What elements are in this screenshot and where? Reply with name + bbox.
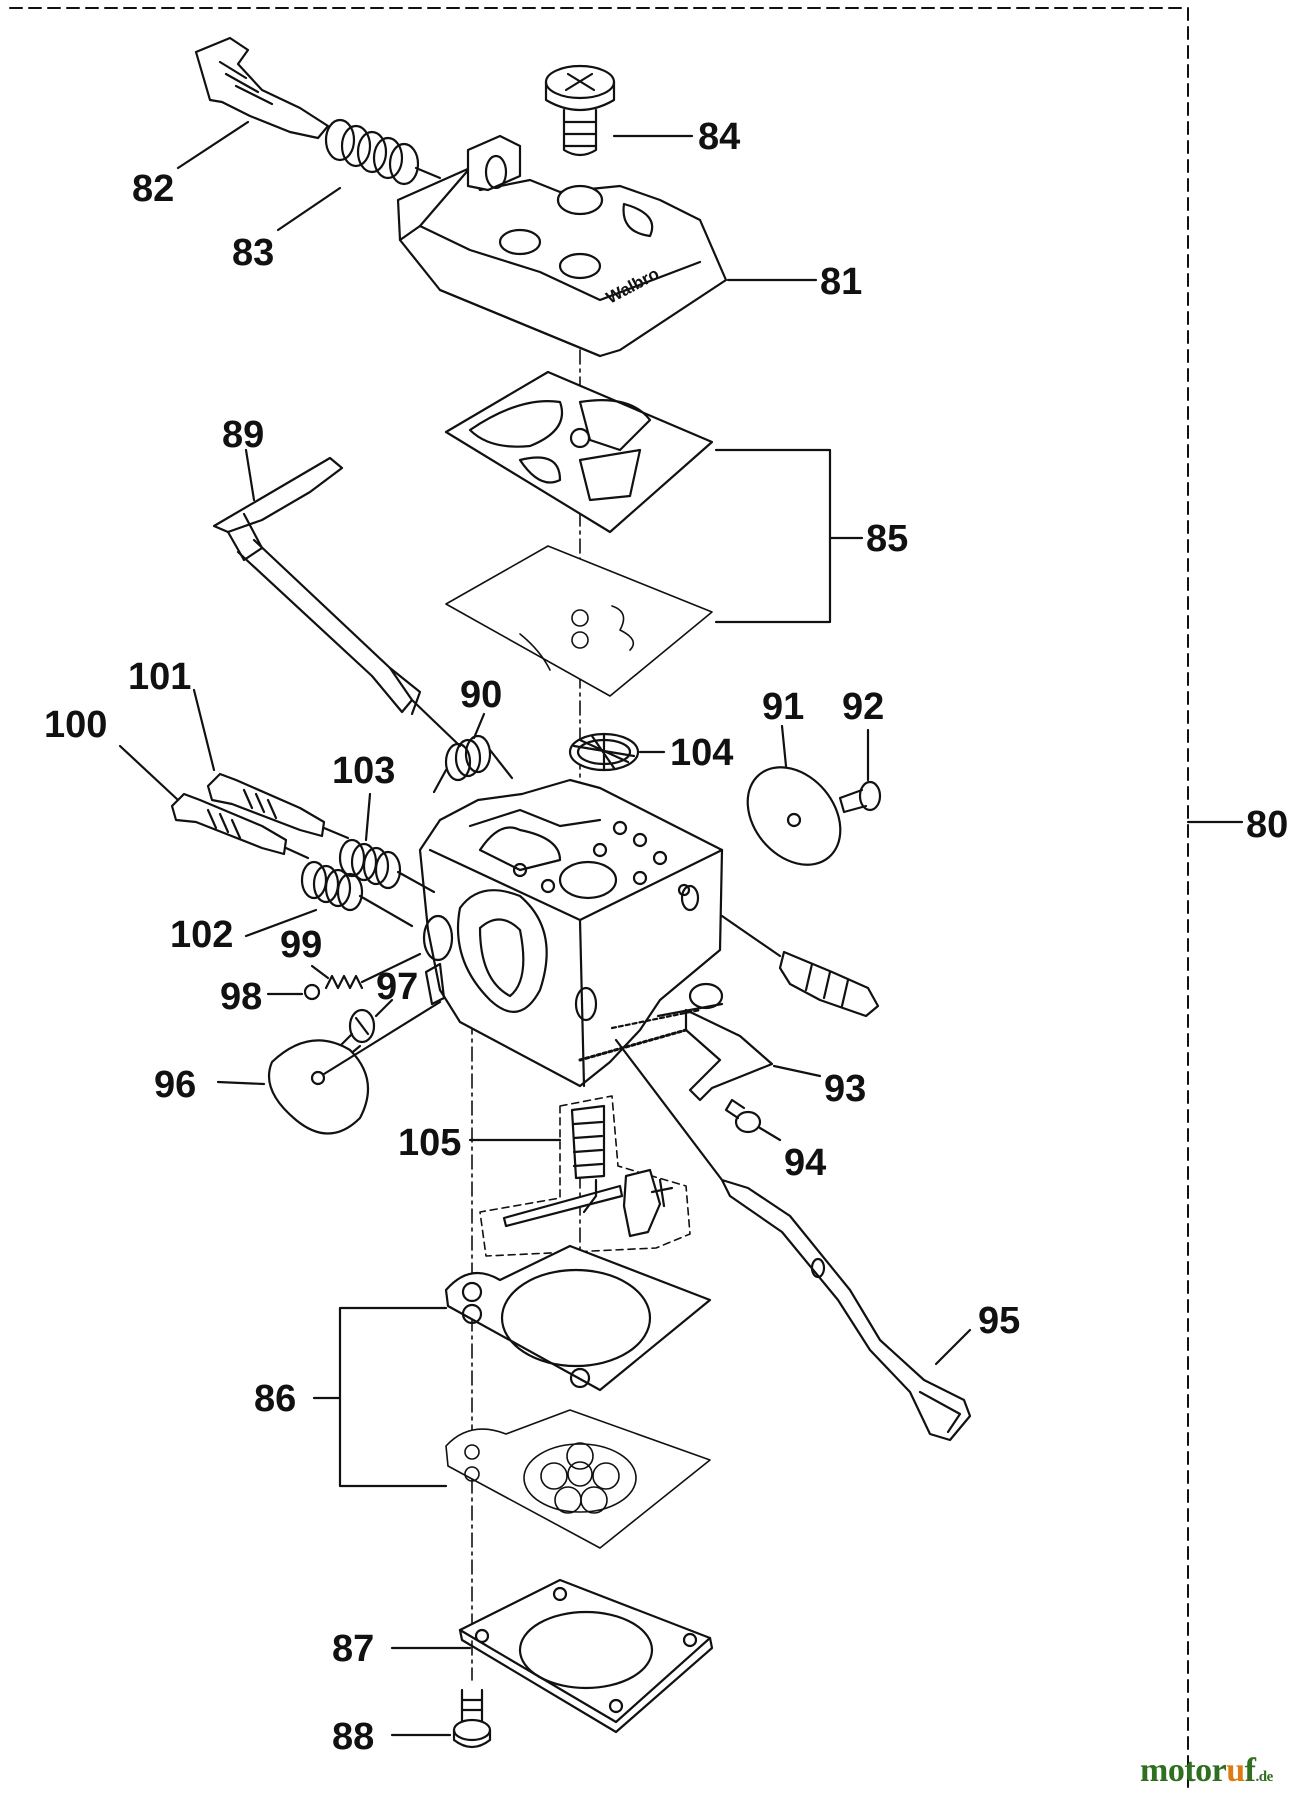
watermark-accent: u bbox=[1226, 1752, 1245, 1789]
spring-102 bbox=[300, 860, 414, 928]
cover-plate-87 bbox=[458, 1578, 714, 1734]
part-label-86: 86 bbox=[254, 1378, 297, 1420]
part-label-98: 98 bbox=[220, 976, 263, 1018]
spring-99 bbox=[324, 952, 422, 990]
leader-96 bbox=[216, 1080, 266, 1086]
leader-94 bbox=[758, 1126, 782, 1142]
part-label-91: 91 bbox=[762, 686, 805, 728]
watermark-main: motor bbox=[1140, 1752, 1227, 1789]
carburetor-body bbox=[418, 778, 724, 1088]
leader-95 bbox=[934, 1328, 972, 1366]
part-label-89: 89 bbox=[222, 414, 265, 456]
part-label-104: 104 bbox=[670, 732, 734, 774]
screen-104 bbox=[568, 732, 640, 772]
mixture-screw-100 bbox=[170, 792, 310, 860]
part-label-101: 101 bbox=[128, 656, 192, 698]
leader-89 bbox=[244, 448, 256, 502]
bracket-86 bbox=[312, 1306, 448, 1488]
part-label-102: 102 bbox=[170, 914, 234, 956]
leader-97 bbox=[374, 998, 394, 1018]
part-label-83: 83 bbox=[232, 232, 275, 274]
part-label-81: 81 bbox=[820, 261, 863, 303]
screw-84 bbox=[544, 64, 616, 157]
spring-83 bbox=[324, 118, 442, 186]
part-label-85: 85 bbox=[866, 518, 909, 560]
fuel-fitting bbox=[720, 914, 880, 1018]
leader-93 bbox=[772, 1064, 822, 1078]
bracket-85 bbox=[714, 448, 864, 624]
leader-103 bbox=[364, 792, 372, 842]
leader-99 bbox=[310, 964, 330, 980]
part-label-103: 103 bbox=[332, 750, 396, 792]
gasket-85-upper bbox=[444, 370, 714, 534]
mixture-screw-101 bbox=[206, 772, 350, 840]
part-label-90: 90 bbox=[460, 674, 503, 716]
plate-91 bbox=[746, 766, 842, 866]
part-label-88: 88 bbox=[332, 1716, 375, 1758]
watermark-tld: .de bbox=[1255, 1769, 1274, 1785]
part-label-100: 100 bbox=[44, 704, 108, 746]
part-label-84: 84 bbox=[698, 116, 741, 158]
part-label-105: 105 bbox=[398, 1122, 462, 1164]
gasket-86-lower bbox=[445, 1409, 711, 1549]
lever-93 bbox=[578, 1008, 774, 1102]
spring-103 bbox=[338, 838, 436, 894]
part-label-99: 99 bbox=[280, 924, 323, 966]
gasket-86-upper bbox=[444, 1244, 712, 1392]
spring-90 bbox=[432, 734, 514, 794]
idle-screw-82 bbox=[194, 36, 330, 140]
part-label-93: 93 bbox=[824, 1068, 867, 1110]
leader-90 bbox=[472, 712, 486, 740]
choke-plate-96 bbox=[267, 1000, 442, 1135]
part-label-87: 87 bbox=[332, 1628, 375, 1670]
assembly-80-bracket bbox=[9, 7, 1189, 1791]
part-label-80: 80 bbox=[1246, 804, 1289, 846]
leader-91 bbox=[780, 724, 788, 768]
part-label-82: 82 bbox=[132, 168, 175, 210]
part-label-94: 94 bbox=[784, 1142, 827, 1184]
leader-101 bbox=[192, 688, 216, 772]
leader-82 bbox=[176, 120, 250, 170]
ball-98 bbox=[303, 983, 321, 1001]
gasket-85-lower bbox=[445, 545, 713, 697]
screw-94 bbox=[724, 1098, 762, 1134]
leader-100 bbox=[118, 744, 180, 802]
part-label-97: 97 bbox=[376, 966, 419, 1008]
part-label-96: 96 bbox=[154, 1064, 197, 1106]
screw-97 bbox=[338, 1008, 376, 1058]
leader-102 bbox=[244, 908, 318, 938]
cover-81: Walbro bbox=[396, 134, 728, 358]
throttle-shaft-89 bbox=[212, 456, 462, 748]
part-label-92: 92 bbox=[842, 686, 885, 728]
motoruf-watermark: motoruf.de bbox=[1140, 1752, 1273, 1790]
leader-83 bbox=[276, 186, 342, 232]
needle-valve-kit-105 bbox=[479, 1095, 691, 1257]
screw-92 bbox=[838, 780, 882, 814]
watermark-rest: f bbox=[1244, 1752, 1256, 1789]
screw-88 bbox=[452, 1688, 492, 1749]
part-label-95: 95 bbox=[978, 1300, 1021, 1342]
choke-shaft-95 bbox=[614, 1038, 972, 1442]
